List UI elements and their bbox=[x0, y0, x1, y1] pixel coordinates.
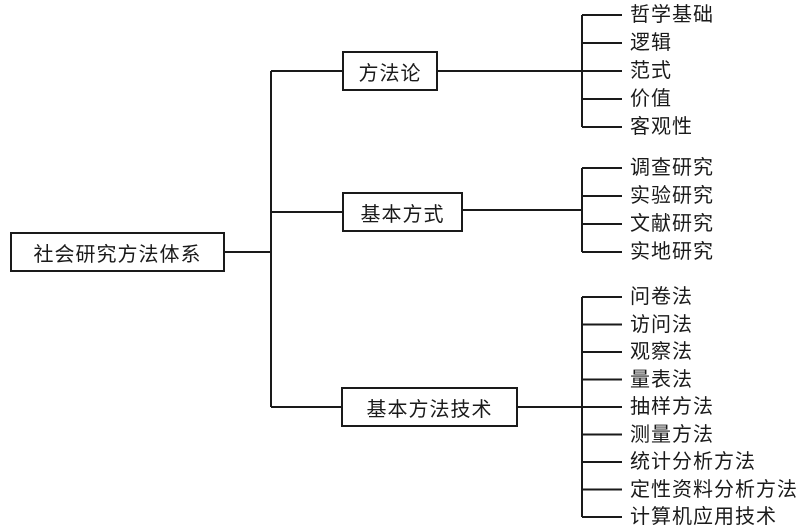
leaf-label: 逻辑 bbox=[630, 32, 672, 54]
leaf-label: 范式 bbox=[630, 60, 672, 82]
leaf-label: 观察法 bbox=[630, 341, 693, 363]
leaf-label: 哲学基础 bbox=[630, 4, 714, 26]
branch-node-basic-modes: 基本方式 bbox=[342, 192, 463, 232]
leaf-label: 文献研究 bbox=[630, 213, 714, 235]
leaf-label: 访问法 bbox=[630, 314, 693, 336]
branch-node-label: 基本方法技术 bbox=[366, 398, 493, 421]
branch-node-label: 方法论 bbox=[358, 62, 422, 85]
leaf-label: 实验研究 bbox=[630, 185, 714, 207]
branch-node-methodology: 方法论 bbox=[342, 51, 438, 91]
leaf-label: 问卷法 bbox=[630, 286, 693, 308]
branch-node-basic-techniques: 基本方法技术 bbox=[341, 387, 518, 427]
leaf-label: 量表法 bbox=[630, 369, 693, 391]
branch-node-label: 基本方式 bbox=[360, 203, 445, 226]
branch1-connectors bbox=[271, 14, 622, 128]
leaf-label: 测量方法 bbox=[630, 424, 714, 446]
root-node: 社会研究方法体系 bbox=[10, 232, 225, 272]
leaf-label: 计算机应用技术 bbox=[630, 506, 777, 528]
leaf-label: 价值 bbox=[630, 88, 672, 110]
leaf-label: 实地研究 bbox=[630, 241, 714, 263]
leaf-label: 统计分析方法 bbox=[630, 451, 756, 473]
branch2-connectors bbox=[271, 167, 622, 253]
leaf-label: 客观性 bbox=[630, 116, 693, 138]
branch3-connectors bbox=[271, 296, 622, 518]
root-node-label: 社会研究方法体系 bbox=[33, 243, 202, 266]
leaf-label: 定性资料分析方法 bbox=[630, 479, 798, 501]
leaf-label: 调查研究 bbox=[630, 157, 714, 179]
leaf-label: 抽样方法 bbox=[630, 396, 714, 418]
